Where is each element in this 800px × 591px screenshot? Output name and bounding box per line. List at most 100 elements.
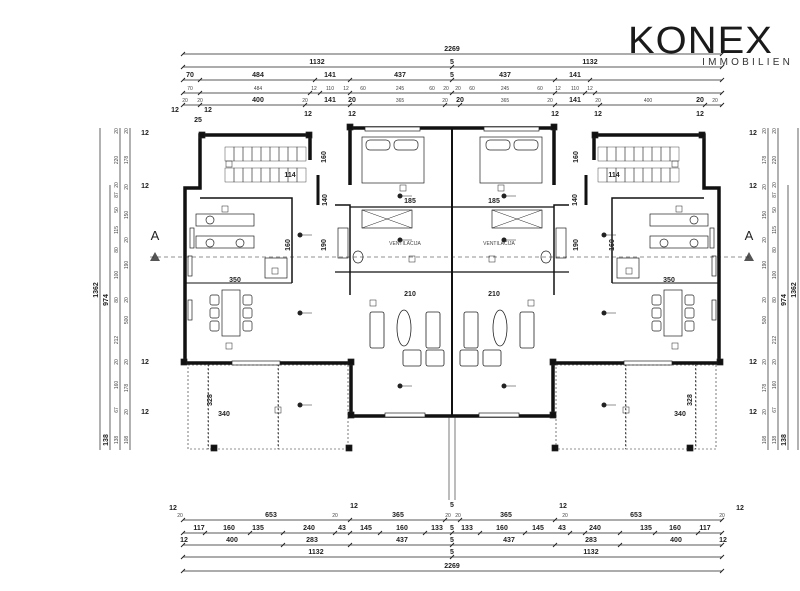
room-dimension-label: 185 [488,198,500,205]
stair-step [597,146,608,162]
kitchen-counter [195,213,255,227]
stair-step [251,146,262,162]
dimension-label: 141 [324,72,336,79]
dimension-label: 20 [762,128,768,134]
bed [361,136,425,184]
dimension-line [180,554,186,560]
stair-step [269,146,280,162]
window [623,360,673,366]
konex-logo: KONEX IMMOBILIEN [628,22,793,68]
dimension-label: 117 [193,525,204,532]
dimension-label: 20 [696,97,704,104]
dimension-label: 5 [450,549,454,556]
dimension-label: 5 [450,537,454,544]
dimension-line [347,542,353,548]
dimension-label: 150 [762,211,768,220]
dimension-line [719,77,725,83]
room-tag [625,267,633,275]
dimension-label: 20 [197,98,203,104]
coffee-table [492,309,508,347]
dimension-label: 5 [450,72,454,79]
dimension-label: 12 [304,111,312,118]
dimension-line [552,517,558,523]
dimension-label: 43 [338,525,346,532]
dimension-line [449,542,455,548]
dimension-label: 12 [311,86,317,92]
dimension-line [317,90,323,96]
stair-step [624,167,635,183]
dimension-label: 653 [265,512,277,519]
dimension-line [422,530,428,536]
room-dimension-label: 340 [674,411,686,418]
room-tag [622,406,630,414]
dimension-label: 212 [772,336,778,345]
exterior-wall [452,133,721,418]
stair-step [597,167,608,183]
dimension-label: 20 [442,98,448,104]
column [180,358,188,366]
room-tag [271,267,279,275]
interior-wall [335,204,351,295]
dimension-line [347,77,353,83]
sink-icon [689,215,699,225]
dimension-label: 60 [537,86,543,92]
dimension-label: 5 [450,59,454,66]
dimension-line [307,90,313,96]
dimension-line [442,102,448,108]
dimension-line [180,90,186,96]
room-tag [225,342,233,350]
stair-step [287,146,298,162]
dimension-label: 20 [124,128,130,134]
dimension-label: 2269 [444,563,460,570]
dimension-label: 20 [772,128,778,134]
dimension-label: 20 [124,359,130,365]
column [698,131,706,139]
dimension-label: 178 [124,384,130,393]
dimension-label: 20 [348,97,356,104]
dimension-label: 400 [670,537,682,544]
column [198,131,206,139]
dimension-label: 115 [772,226,778,234]
dimension-label: 12 [736,505,744,512]
dimension-label: 20 [124,297,130,303]
ventilation-label: VENTILACIJA [483,241,515,247]
dimension-line [180,102,186,108]
stair-step [606,146,617,162]
dimension-line [449,77,455,83]
room-tag [369,299,377,307]
dimension-line [377,530,383,536]
stair-step [660,167,671,183]
window [709,227,715,249]
dimension-label: 20 [762,409,768,415]
window [483,126,540,132]
dimension-line [652,530,658,536]
dimension-label: 20 [182,98,188,104]
column [305,131,313,139]
dimension-label: 138 [772,436,778,445]
dimension-label: 365 [392,512,404,519]
dimension-label: 60 [429,86,435,92]
dimension-line [552,102,558,108]
dimension-line [552,542,558,548]
dimension-label: 20 [762,297,768,303]
dimension-label: 67 [114,407,120,413]
window [711,299,717,321]
dimension-label: 141 [569,72,581,79]
dimension-line [449,530,455,536]
dimension-label: 20 [762,184,768,190]
dimension-label: 133 [431,525,443,532]
kitchen-counter [649,213,709,227]
chair [651,294,662,306]
interior-wall [611,197,704,283]
chair [242,307,253,319]
sink-icon [205,238,215,248]
dimension-label: 974 [781,294,788,306]
dimension-label: 87 [772,192,778,198]
dimension-label: 117 [699,525,710,532]
stair-step [278,146,289,162]
dimension-label: 12 [141,130,149,137]
dimension-line [702,102,708,108]
exterior-wall [452,126,556,185]
dimension-label: 12 [594,111,602,118]
